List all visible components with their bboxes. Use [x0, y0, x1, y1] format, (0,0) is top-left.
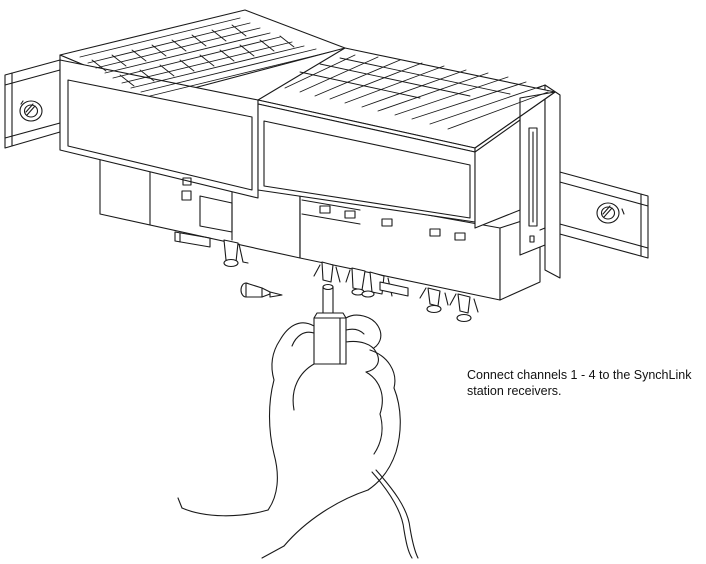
- channel-led-5: [455, 233, 465, 240]
- channel-port-4: [420, 288, 448, 313]
- right-din-rail: [545, 168, 648, 258]
- left-indicator-1: [183, 178, 191, 185]
- channel-led-2: [345, 211, 355, 218]
- left-indicator-2: [182, 191, 191, 200]
- fiber-connector: [314, 285, 346, 365]
- channel-led-1: [320, 206, 330, 213]
- connector-ports: [224, 240, 478, 322]
- left-din-rail: [5, 60, 60, 148]
- right-vent-slots: [285, 55, 548, 129]
- left-rail-screw-icon: [20, 101, 42, 121]
- channel-port-3: [362, 272, 408, 297]
- channel-port-1: [314, 262, 340, 282]
- module-housing: [60, 10, 560, 300]
- hand-drawing: [178, 315, 418, 558]
- channel-port-2: [346, 268, 365, 295]
- loose-connector-plug: [241, 283, 282, 297]
- channel-port-5: [450, 294, 478, 322]
- caption-line-2: station receivers.: [467, 384, 562, 398]
- channel-led-3: [382, 219, 392, 226]
- left-vent-slots: [80, 18, 330, 96]
- channel-led-4: [430, 229, 440, 236]
- caption-line-1: Connect channels 1 - 4 to the SynchLink: [467, 368, 692, 382]
- right-rail-screw-icon: [597, 203, 624, 223]
- instruction-caption: Connect channels 1 - 4 to the SynchLink …: [467, 367, 703, 399]
